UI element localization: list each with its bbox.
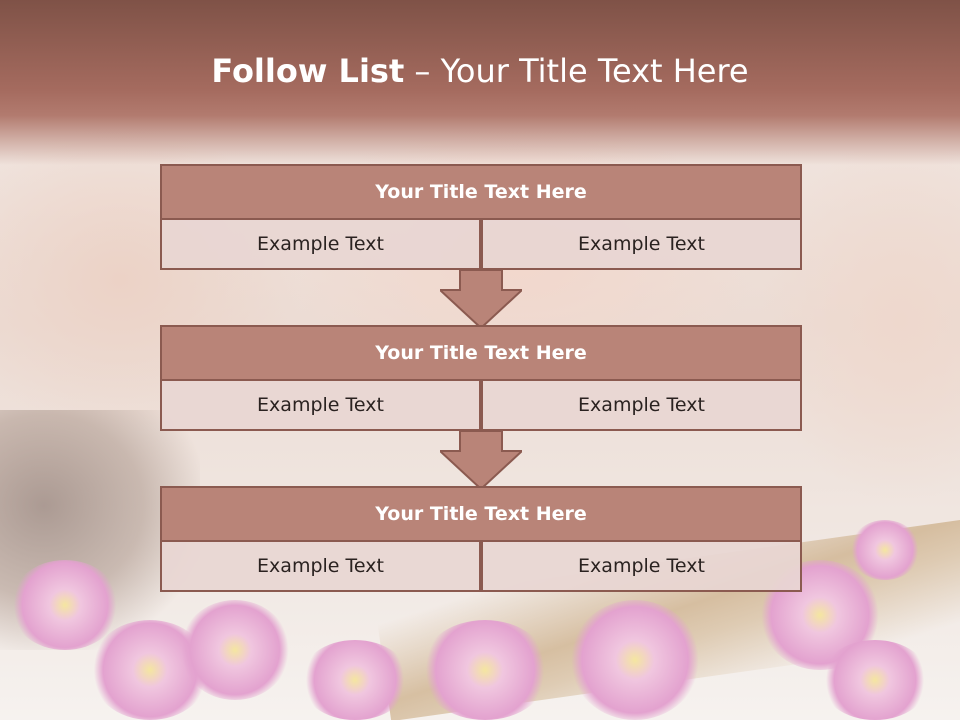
list-block-3: Your Title Text Here Example Text Exampl… (160, 486, 802, 592)
block-cell-right: Example Text (481, 381, 802, 431)
block-cell-left: Example Text (160, 220, 481, 270)
block-header: Your Title Text Here (160, 486, 802, 542)
list-block-1: Your Title Text Here Example Text Exampl… (160, 164, 802, 270)
flower (420, 620, 550, 720)
block-cell-right: Example Text (481, 542, 802, 592)
title-band (0, 0, 960, 165)
down-arrow-icon (440, 270, 522, 328)
block-cell-left: Example Text (160, 542, 481, 592)
flower (180, 600, 290, 700)
slide-title: Follow List – Your Title Text Here (0, 52, 960, 90)
flower (300, 640, 410, 720)
block-cell-right: Example Text (481, 220, 802, 270)
flower (10, 560, 120, 650)
title-bold: Follow List (211, 52, 405, 90)
block-header: Your Title Text Here (160, 325, 802, 381)
down-arrow-icon (440, 431, 522, 489)
flower (850, 520, 920, 580)
block-header: Your Title Text Here (160, 164, 802, 220)
title-rest: – Your Title Text Here (414, 52, 749, 90)
block-cell-left: Example Text (160, 381, 481, 431)
flower (820, 640, 930, 720)
flower (570, 600, 700, 720)
list-block-2: Your Title Text Here Example Text Exampl… (160, 325, 802, 431)
